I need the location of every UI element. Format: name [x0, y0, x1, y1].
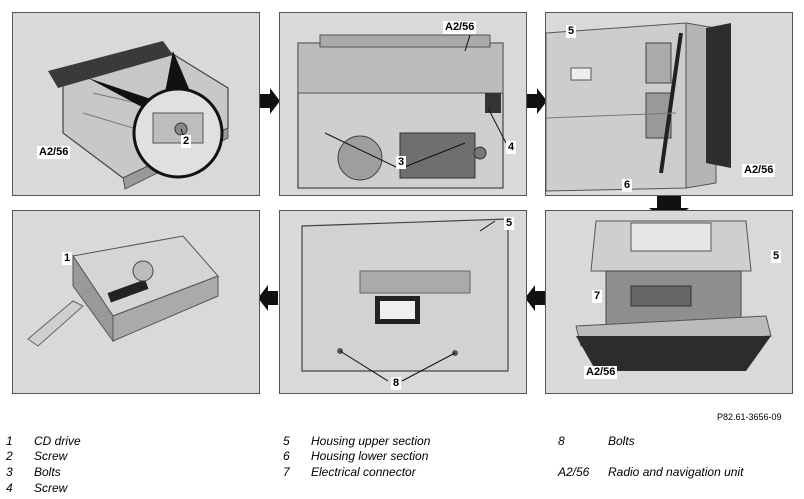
- legend-number: 4: [6, 481, 13, 495]
- legend-text: Bolts: [34, 465, 61, 479]
- legend-number: 8: [558, 434, 565, 448]
- legend-item: 8 Bolts: [558, 434, 635, 448]
- arrow-right-icon: [527, 88, 547, 114]
- callout-5: 5: [566, 25, 577, 38]
- step-2-photo: A2/56 3 4: [279, 12, 527, 196]
- legend-item: 1 CD drive: [6, 434, 81, 448]
- arrow-right-icon: [260, 88, 280, 114]
- step-5-illustration: [301, 218, 509, 382]
- callout-8: 8: [391, 377, 402, 390]
- legend-item: 3 Bolts: [6, 465, 61, 479]
- legend-number: 6: [283, 449, 290, 463]
- legend-item: 5 Housing upper section: [283, 434, 430, 448]
- legend-item: 2 Screw: [6, 449, 67, 463]
- callout-5: 5: [771, 250, 782, 263]
- step-4-photo: 5 7 A2/56: [545, 210, 793, 394]
- legend-text: Housing upper section: [311, 434, 431, 448]
- legend-number: 3: [6, 465, 13, 479]
- legend-text: Screw: [34, 449, 68, 463]
- legend-number: 1: [6, 434, 13, 448]
- figure-reference: P82.61-3656-09: [717, 412, 782, 422]
- step-1-illustration: [48, 41, 229, 190]
- step-6-photo: 1: [12, 210, 260, 394]
- legend-text: CD drive: [34, 434, 81, 448]
- callout-7: 7: [592, 290, 603, 303]
- callout-a2-56: A2/56: [584, 366, 618, 379]
- legend-text: Bolts: [608, 434, 635, 448]
- arrow-left-icon: [258, 285, 278, 311]
- step-3-illustration: [546, 22, 731, 192]
- callout-3: 3: [396, 156, 407, 169]
- callout-a2-56: A2/56: [443, 21, 477, 34]
- legend-text: Housing lower section: [311, 449, 429, 463]
- step-1-photo: 2 A2/56: [12, 12, 260, 196]
- legend-number: 2: [6, 449, 13, 463]
- callout-a2-56: A2/56: [742, 164, 776, 177]
- legend-item: 6 Housing lower section: [283, 449, 428, 463]
- legend-item: A2/56 Radio and navigation unit: [558, 465, 743, 479]
- legend-text: Radio and navigation unit: [608, 465, 744, 479]
- arrow-left-icon: [525, 285, 545, 311]
- legend-number: A2/56: [558, 465, 590, 479]
- step-5-photo: 5 8: [279, 210, 527, 394]
- step-3-photo: 5 A2/56 6: [545, 12, 793, 196]
- legend-text: Electrical connector: [311, 465, 416, 479]
- legend-number: 5: [283, 434, 290, 448]
- legend-number: 7: [283, 465, 290, 479]
- legend-item: 4 Screw: [6, 481, 67, 495]
- callout-2: 2: [181, 135, 192, 148]
- legend-text: Screw: [34, 481, 68, 495]
- callout-1: 1: [62, 252, 73, 265]
- callout-5: 5: [504, 217, 515, 230]
- legend-item: 7 Electrical connector: [283, 465, 416, 479]
- callout-4: 4: [506, 141, 517, 154]
- callout-6: 6: [622, 179, 633, 192]
- callout-a2-56: A2/56: [37, 146, 71, 159]
- step-6-illustration: [27, 235, 219, 347]
- step-4-illustration: [575, 220, 772, 371]
